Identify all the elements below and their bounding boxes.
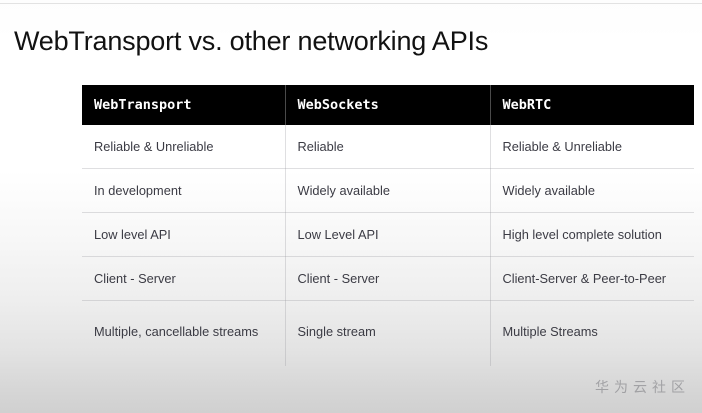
table-cell: Reliable & Unreliable (82, 125, 286, 169)
table-cell: Multiple, cancellable streams (82, 300, 286, 366)
comparison-table: WebTransport WebSockets WebRTC Reliable … (82, 85, 694, 366)
table-cell: Low Level API (285, 212, 491, 257)
table-row: Reliable & Unreliable Reliable Reliable … (82, 125, 694, 169)
table-cell: Low level API (82, 212, 286, 257)
table-body: Reliable & Unreliable Reliable Reliable … (82, 125, 694, 366)
table-cell: Client-Server & Peer-to-Peer (490, 256, 694, 301)
table-cell: High level complete solution (490, 212, 694, 257)
table-row: In development Widely available Widely a… (82, 168, 694, 213)
table-cell: In development (82, 168, 286, 213)
table-row: Low level API Low Level API High level c… (82, 212, 694, 257)
table-cell: Client - Server (285, 256, 491, 301)
table-cell: Multiple Streams (502, 324, 598, 339)
table-header: WebTransport WebSockets WebRTC (82, 85, 694, 125)
top-divider (0, 3, 702, 4)
table-row: Client - Server Client - Server Client-S… (82, 256, 694, 301)
table-cell: Widely available (490, 168, 694, 213)
page-title: WebTransport vs. other networking APIs (14, 26, 489, 56)
table-row: Multiple, cancellable streams Single str… (82, 300, 694, 366)
column-header-websockets: WebSockets (285, 85, 491, 125)
table-cell: Reliable & Unreliable (490, 125, 694, 169)
table-cell: Single stream (285, 300, 491, 366)
column-header-webtransport: WebTransport (82, 85, 286, 125)
table-cell: Reliable (285, 125, 491, 169)
column-header-webrtc: WebRTC (490, 85, 694, 125)
table-cell: Client - Server (82, 256, 286, 301)
table-cell: Widely available (285, 168, 491, 213)
table-header-row: WebTransport WebSockets WebRTC (82, 85, 694, 125)
watermark: 华为云社区 (595, 380, 690, 396)
